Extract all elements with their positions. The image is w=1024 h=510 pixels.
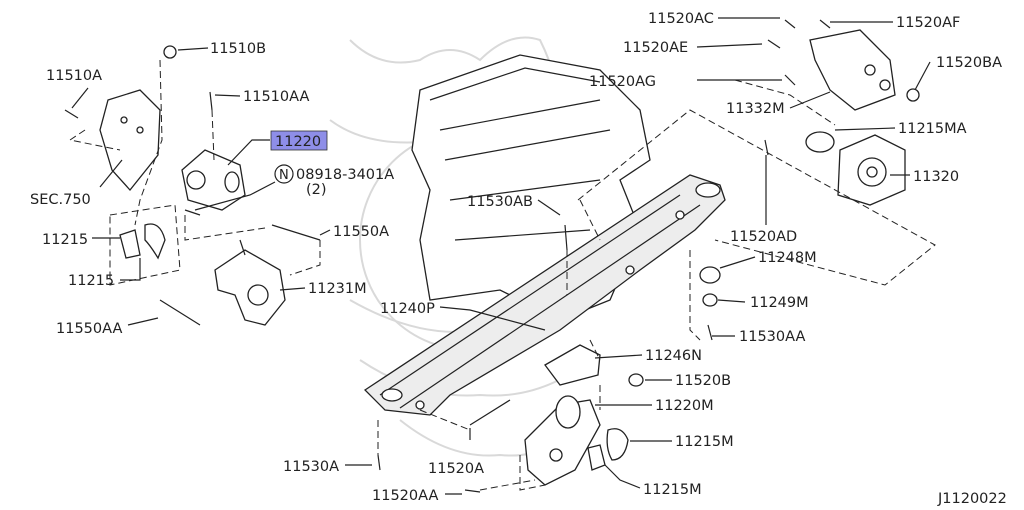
label-11215-b[interactable]: 11215 (68, 273, 114, 289)
left-rear-bracket (99, 89, 161, 192)
label-11249M[interactable]: 11249M (750, 295, 809, 311)
label-11530AB[interactable]: 11530AB (467, 194, 533, 210)
lower-mount (524, 395, 601, 486)
label-11520AC[interactable]: 11520AC (648, 11, 714, 27)
label-11231M[interactable]: 11231M (308, 281, 367, 297)
label-11220[interactable]: 11220 (275, 134, 321, 150)
label-11215-a[interactable]: 11215 (42, 232, 88, 248)
label-11550A[interactable]: 11550A (333, 224, 389, 240)
right-small-parts (163, 45, 920, 387)
label-11215M-b[interactable]: 11215M (643, 482, 702, 498)
label-11520A[interactable]: 11520A (428, 461, 484, 477)
label-11510AA[interactable]: 11510AA (243, 89, 309, 105)
label-08918-qty: (2) (306, 182, 327, 198)
label-08918-3401A[interactable]: 08918-3401A (296, 167, 394, 183)
label-11248M[interactable]: 11248M (758, 250, 817, 266)
label-11530AA[interactable]: 11530AA (739, 329, 805, 345)
label-11332M[interactable]: 11332M (726, 101, 785, 117)
bolts (64, 19, 831, 493)
rear-mount (805, 131, 906, 206)
leader-lines (71, 17, 931, 495)
label-11320[interactable]: 11320 (913, 169, 959, 185)
label-11220M[interactable]: 11220M (655, 398, 714, 414)
label-11520AD[interactable]: 11520AD (730, 229, 797, 245)
center-member (363, 174, 726, 416)
right-rear-bracket (809, 29, 896, 111)
insulators-left (119, 223, 166, 260)
label-11215MA[interactable]: 11215MA (898, 121, 967, 137)
label-11520BA[interactable]: 11520BA (936, 55, 1002, 71)
center-bracket (544, 344, 601, 386)
label-11530A[interactable]: 11530A (283, 459, 339, 475)
label-11520AA[interactable]: 11520AA (372, 488, 438, 504)
label-SEC750[interactable]: SEC.750 (30, 192, 91, 208)
label-11246N[interactable]: 11246N (645, 348, 702, 364)
label-11510B[interactable]: 11510B (210, 41, 266, 57)
diagram-id: J1120022 (937, 491, 1007, 507)
n-symbol-letter: N (279, 168, 289, 183)
left-bracket (214, 239, 286, 326)
label-11520AF[interactable]: 11520AF (896, 15, 960, 31)
label-11550AA[interactable]: 11550AA (56, 321, 122, 337)
label-11520B[interactable]: 11520B (675, 373, 731, 389)
assembly-dashed-lines (68, 59, 936, 491)
part-labels: 11510B 11510A 11510AA 11220 08918-3401A … (30, 11, 1007, 507)
insulators-lower (587, 428, 629, 471)
label-11520AG[interactable]: 11520AG (589, 74, 656, 90)
label-11510A[interactable]: 11510A (46, 68, 102, 84)
highlight-11220 (270, 130, 328, 151)
left-engine-mount (181, 149, 246, 211)
n-symbol-circle (274, 164, 294, 184)
label-11215M-a[interactable]: 11215M (675, 434, 734, 450)
label-11520AE[interactable]: 11520AE (623, 40, 688, 56)
label-11240P[interactable]: 11240P (380, 301, 435, 317)
